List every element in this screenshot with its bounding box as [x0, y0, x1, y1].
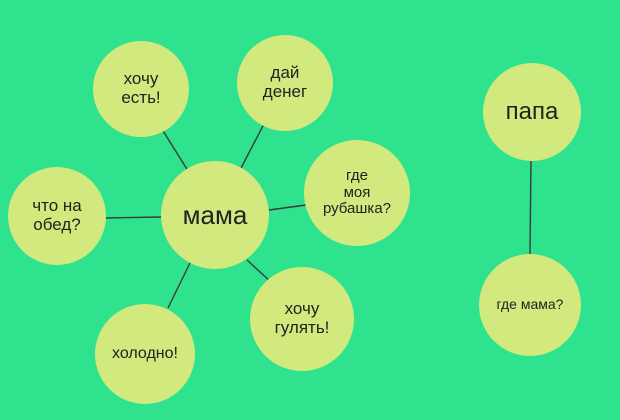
- node-papa: папа: [483, 63, 581, 161]
- node-gde-moya-rubashka: где моя рубашка?: [304, 140, 410, 246]
- edge-mama-rubashka: [268, 204, 307, 211]
- node-dai-deneg: дай денег: [237, 35, 333, 131]
- edge-mama-dai-deneg: [239, 121, 266, 171]
- edge-papa-gde-mama: [529, 160, 532, 255]
- node-hochu-est: хочу есть!: [93, 41, 189, 137]
- node-chto-na-obed: что на обед?: [8, 167, 106, 265]
- edge-mama-obed: [104, 216, 162, 219]
- node-gde-mama: где мама?: [479, 254, 581, 356]
- edge-mama-hochu-est: [159, 125, 191, 175]
- node-holodno: холодно!: [95, 304, 195, 404]
- edge-mama-holodno: [167, 262, 191, 309]
- node-mama: мама: [161, 161, 269, 269]
- node-hochu-gulyat: хочу гулять!: [250, 267, 354, 371]
